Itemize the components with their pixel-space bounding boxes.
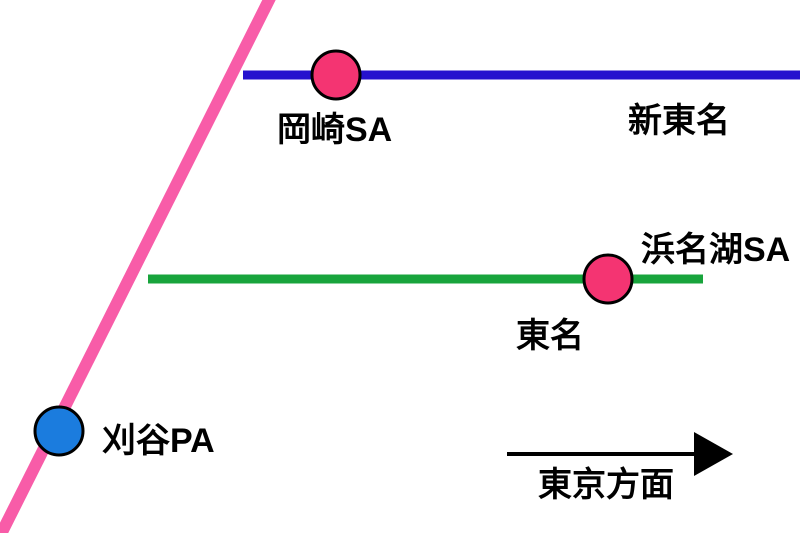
diagonal-route-line <box>0 0 276 533</box>
arrow-head-icon <box>694 432 733 476</box>
okazaki-sa-label: 岡崎SA <box>277 111 392 149</box>
hamanako-sa-marker <box>582 253 634 305</box>
hamanako-sa-label: 浜名湖SA <box>641 231 790 269</box>
tomei-route-label: 東名 <box>516 317 584 355</box>
okazaki-sa-marker <box>310 49 362 101</box>
kariya-pa-label: 刈谷PA <box>102 422 215 460</box>
kariya-pa-marker <box>33 405 85 457</box>
shin-tomei-route-label: 新東名 <box>628 102 730 140</box>
tokyo-direction-label: 東京方面 <box>538 466 674 504</box>
tokyo-direction-arrow <box>507 432 733 476</box>
